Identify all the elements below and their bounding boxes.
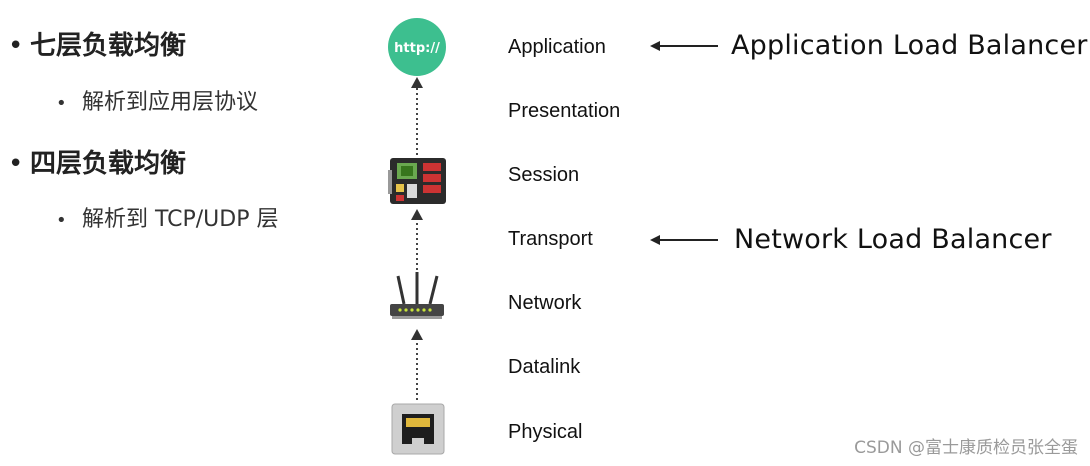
sub-bullet-four-layer: • 解析到 TCP/UDP 层 [56,201,279,233]
bullet-seven-layer-text: 七层负载均衡 [30,31,187,61]
connector-arrowheads [411,77,423,340]
bullet-four-layer-text: 四层负载均衡 [30,149,187,179]
layer-session: Session [508,164,580,186]
arrowhead-up [411,209,423,220]
layer-application: Application [508,36,606,58]
layer-datalink: Datalink [508,356,581,378]
layer-network: Network [508,292,582,314]
ethernet-port-icon [391,403,445,455]
arrowhead-up [411,77,423,88]
arrowhead-left [650,235,660,245]
router-icon [390,272,444,319]
sub-bullet-dot: • [56,93,67,114]
sub-bullet-four-layer-text: 解析到 TCP/UDP 层 [82,207,279,232]
arrowhead-left [650,41,660,51]
sub-bullet-dot: • [56,210,67,231]
layer-presentation: Presentation [508,100,621,122]
bullet-four-layer: •四层负载均衡 [8,143,186,180]
arrowhead-up [411,329,423,340]
layer-transport: Transport [508,228,593,250]
sub-bullet-seven-layer-text: 解析到应用层协议 [82,90,259,115]
http-globe-icon: http:// [388,18,446,76]
watermark: CSDN @富士康质检员张全蛋 [854,438,1078,458]
svg-text:http://: http:// [394,41,440,56]
bullet-dot: • [8,149,24,179]
balancer-arrows [650,41,718,245]
application-load-balancer-label: Application Load Balancer [731,30,1088,61]
network-load-balancer-label: Network Load Balancer [734,224,1052,255]
sub-bullet-seven-layer: • 解析到应用层协议 [56,84,258,116]
layer-physical: Physical [508,421,583,443]
circuit-board-icon [388,158,446,204]
bullet-seven-layer: •七层负载均衡 [8,25,186,62]
bullet-dot: • [8,31,24,61]
